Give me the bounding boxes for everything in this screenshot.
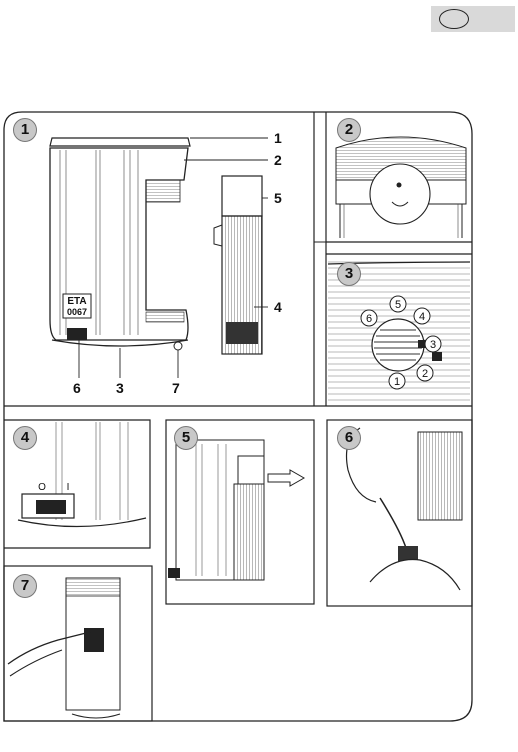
callout-7: 7 — [172, 380, 180, 396]
panel-5-number: 5 — [174, 426, 198, 450]
panel-2-number: 2 — [337, 118, 361, 142]
panel-1-number: 1 — [13, 118, 37, 142]
panel-6-number: 6 — [337, 426, 361, 450]
dial-number-3: 3 — [430, 339, 436, 351]
dial-number-6: 6 — [366, 313, 372, 325]
panel-4-number: 4 — [13, 426, 37, 450]
callout-4: 4 — [274, 299, 282, 315]
dial-number-5: 5 — [395, 299, 401, 311]
callout-2: 2 — [274, 152, 282, 168]
callout-3: 3 — [116, 380, 124, 396]
model-number-text: 0067 — [67, 307, 87, 317]
panel-3-number: 3 — [337, 262, 361, 286]
callout-5: 5 — [274, 190, 282, 206]
dial-number-4: 4 — [419, 311, 425, 323]
panel-1-drawing: ETA 0067 — [50, 138, 268, 378]
callout-6: 6 — [73, 380, 81, 396]
panel-2-drawing — [336, 137, 466, 238]
switch-off-label: O — [38, 482, 46, 493]
dial-number-1: 1 — [394, 376, 400, 388]
callout-1: 1 — [274, 130, 282, 146]
model-brand-text: ETA — [67, 296, 86, 307]
panel-7-number: 7 — [13, 574, 37, 598]
switch-on-label: I — [67, 482, 70, 493]
dial-number-2: 2 — [422, 368, 428, 380]
